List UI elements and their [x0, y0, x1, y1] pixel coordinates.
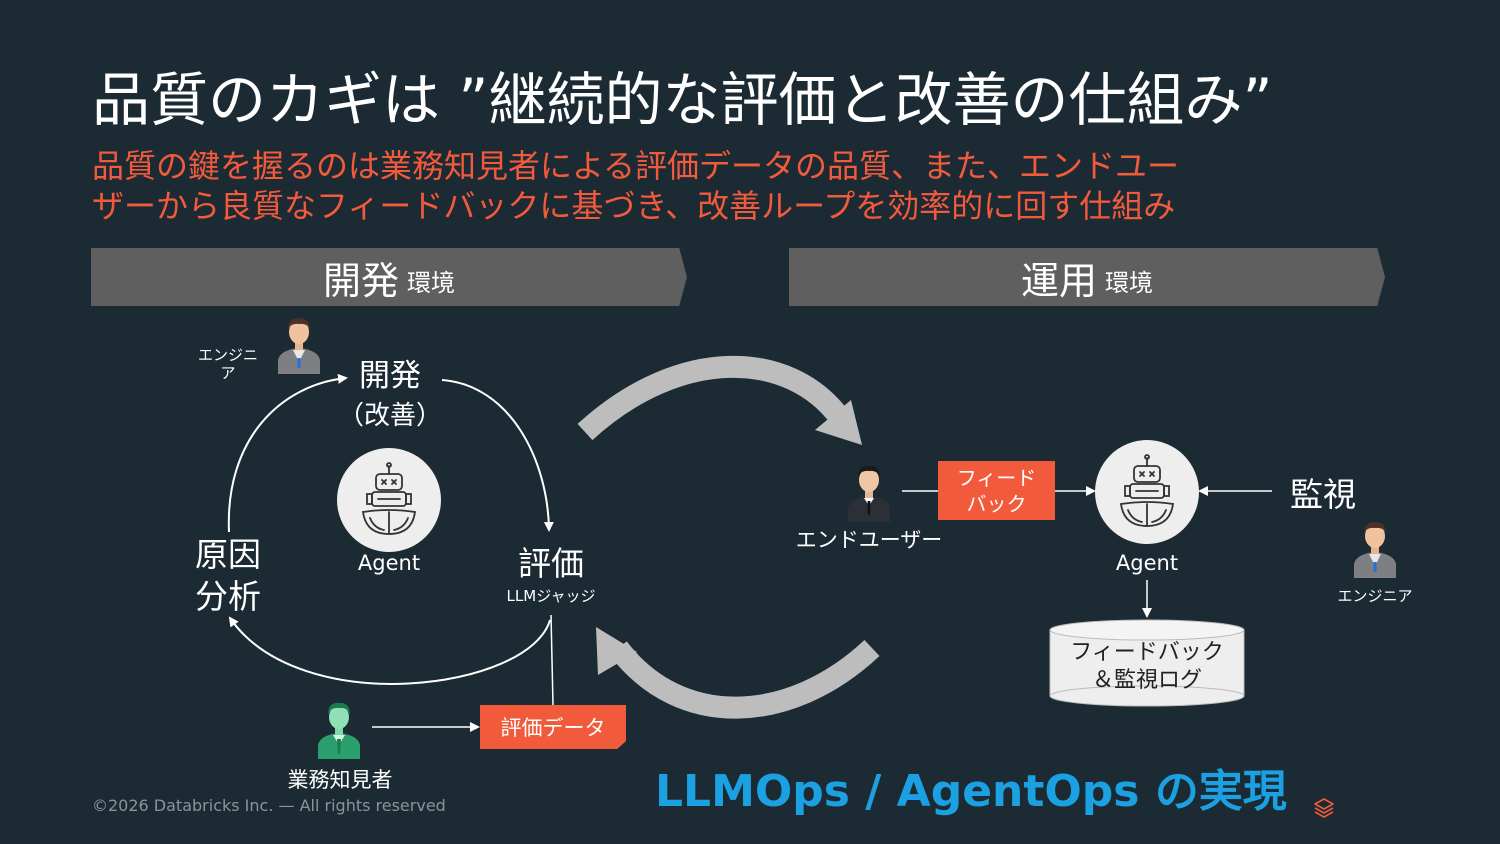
monitor-label: 監視	[1290, 475, 1356, 514]
engineer-label-dev: エンジニ ア	[186, 346, 270, 382]
log-cylinder	[1049, 619, 1245, 707]
ops-environment-banner: 運用 環境	[789, 248, 1385, 306]
end-user-label: エンドユーザー	[795, 528, 943, 552]
big-arrow-ops-to-dev	[609, 639, 880, 719]
domain-expert-label: 業務知見者	[287, 768, 393, 792]
big-arrow-dev-to-ops	[577, 355, 849, 441]
copyright-footer: ©2026 Databricks Inc. — All rights reser…	[92, 796, 446, 815]
engineer-label-dev-line-1: エンジニ	[197, 346, 258, 364]
llmops-agentops-label: LLMOps / AgentOps の実現	[655, 766, 1287, 817]
subtitle-line-1: 品質の鍵を握るのは業務知見者による評価データの品質、また、エンドユー	[92, 147, 1180, 185]
analysis-line-2: 分析	[195, 577, 261, 616]
engineer-icon	[276, 312, 322, 374]
domain-expert-icon	[316, 697, 362, 759]
databricks-logo-icon	[1312, 796, 1336, 824]
llm-judge-label: LLMジャッジ	[506, 587, 596, 605]
agent-ops-label: Agent	[1115, 551, 1179, 575]
feedback-tag: フィード バック	[938, 461, 1055, 520]
log-store-line-2: ＆監視ログ	[1091, 668, 1202, 693]
arrow-analysis-to-develop	[227, 373, 348, 533]
engineer-ops-icon	[1352, 516, 1398, 578]
feedback-log-store: フィードバック ＆監視ログ	[1050, 639, 1244, 695]
agent-dev-label: Agent	[357, 551, 421, 575]
agent-ops	[1095, 440, 1199, 544]
develop-step: 開発 （改善）	[330, 356, 450, 436]
develop-step-label: 開発	[359, 358, 421, 394]
ops-banner-subtitle: 環境	[1105, 268, 1153, 297]
analysis-line-1: 原因	[195, 535, 261, 574]
page-subtitle: 品質の鍵を握るのは業務知見者による評価データの品質、また、エンドユー ザーから良…	[92, 146, 1412, 226]
log-store-line-1: フィードバック	[1070, 640, 1224, 665]
robot-icon	[1119, 454, 1175, 527]
page-title: 品質のカギは ”継続的な評価と改善の仕組み”	[92, 66, 1273, 134]
develop-step-sublabel: （改善）	[337, 401, 442, 431]
arrow-evaluate-to-analysis	[228, 616, 551, 685]
dev-environment-banner: 開発 環境	[91, 248, 687, 306]
dev-banner-title: 開発	[322, 258, 399, 303]
agent-dev	[337, 448, 441, 552]
arrow-develop-to-evaluate	[441, 379, 554, 532]
dev-banner-subtitle: 環境	[407, 268, 455, 297]
robot-icon	[361, 462, 417, 535]
end-user-icon	[846, 460, 892, 522]
line-eval-data-to-evaluate	[550, 614, 554, 706]
ops-banner-title: 運用	[1020, 258, 1097, 303]
engineer-label-dev-line-2: ア	[220, 364, 236, 382]
eval-data-tag: 評価データ	[480, 705, 626, 749]
feedback-tag-line-1: フィード	[956, 465, 1037, 490]
evaluate-step: 評価	[518, 544, 584, 583]
feedback-tag-line-2: バック	[966, 491, 1027, 516]
subtitle-line-2: ザーから良質なフィードバックに基づき、改善ループを効率的に回す仕組み	[92, 187, 1176, 225]
root-cause-analysis-step: 原因 分析	[178, 534, 278, 618]
engineer-ops-label: エンジニア	[1337, 587, 1413, 605]
